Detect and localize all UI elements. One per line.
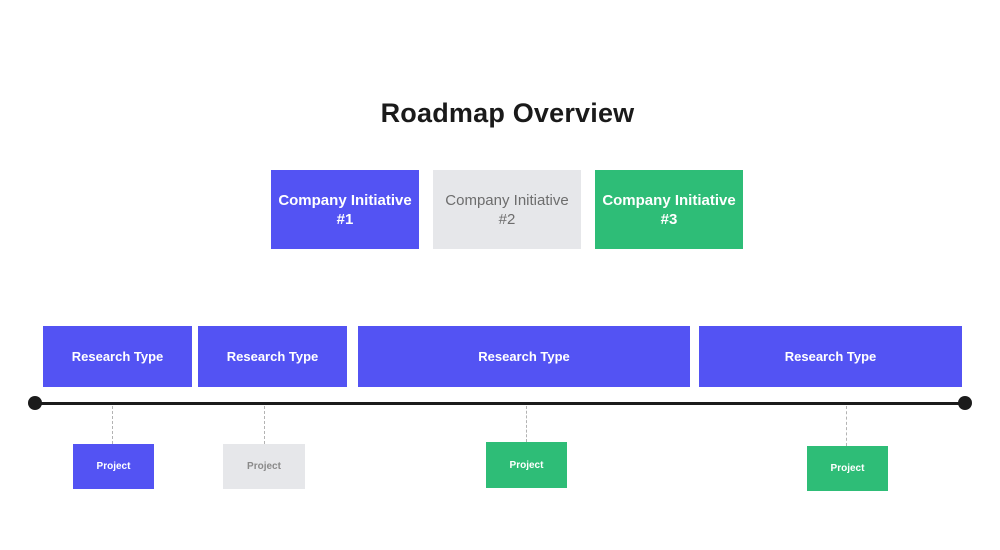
project-2-box: Project <box>223 444 305 489</box>
project-3-connector <box>526 406 527 442</box>
project-1-box: Project <box>73 444 154 489</box>
research-type-4-box: Research Type <box>699 326 962 387</box>
project-3-box: Project <box>486 442 567 488</box>
project-4-box: Project <box>807 446 888 491</box>
initiative-1-box: Company Initiative #1 <box>271 170 419 249</box>
initiative-3-box: Company Initiative #3 <box>595 170 743 249</box>
timeline-end-dot <box>958 396 972 410</box>
project-1-connector <box>112 406 113 444</box>
research-type-3-box: Research Type <box>358 326 690 387</box>
research-type-1-box: Research Type <box>43 326 192 387</box>
timeline-start-dot <box>28 396 42 410</box>
initiative-2-box: Company Initiative #2 <box>433 170 581 249</box>
project-2-connector <box>264 406 265 444</box>
project-4-connector <box>846 406 847 446</box>
research-type-2-box: Research Type <box>198 326 347 387</box>
timeline-line <box>35 402 965 405</box>
page-title: Roadmap Overview <box>380 98 635 128</box>
